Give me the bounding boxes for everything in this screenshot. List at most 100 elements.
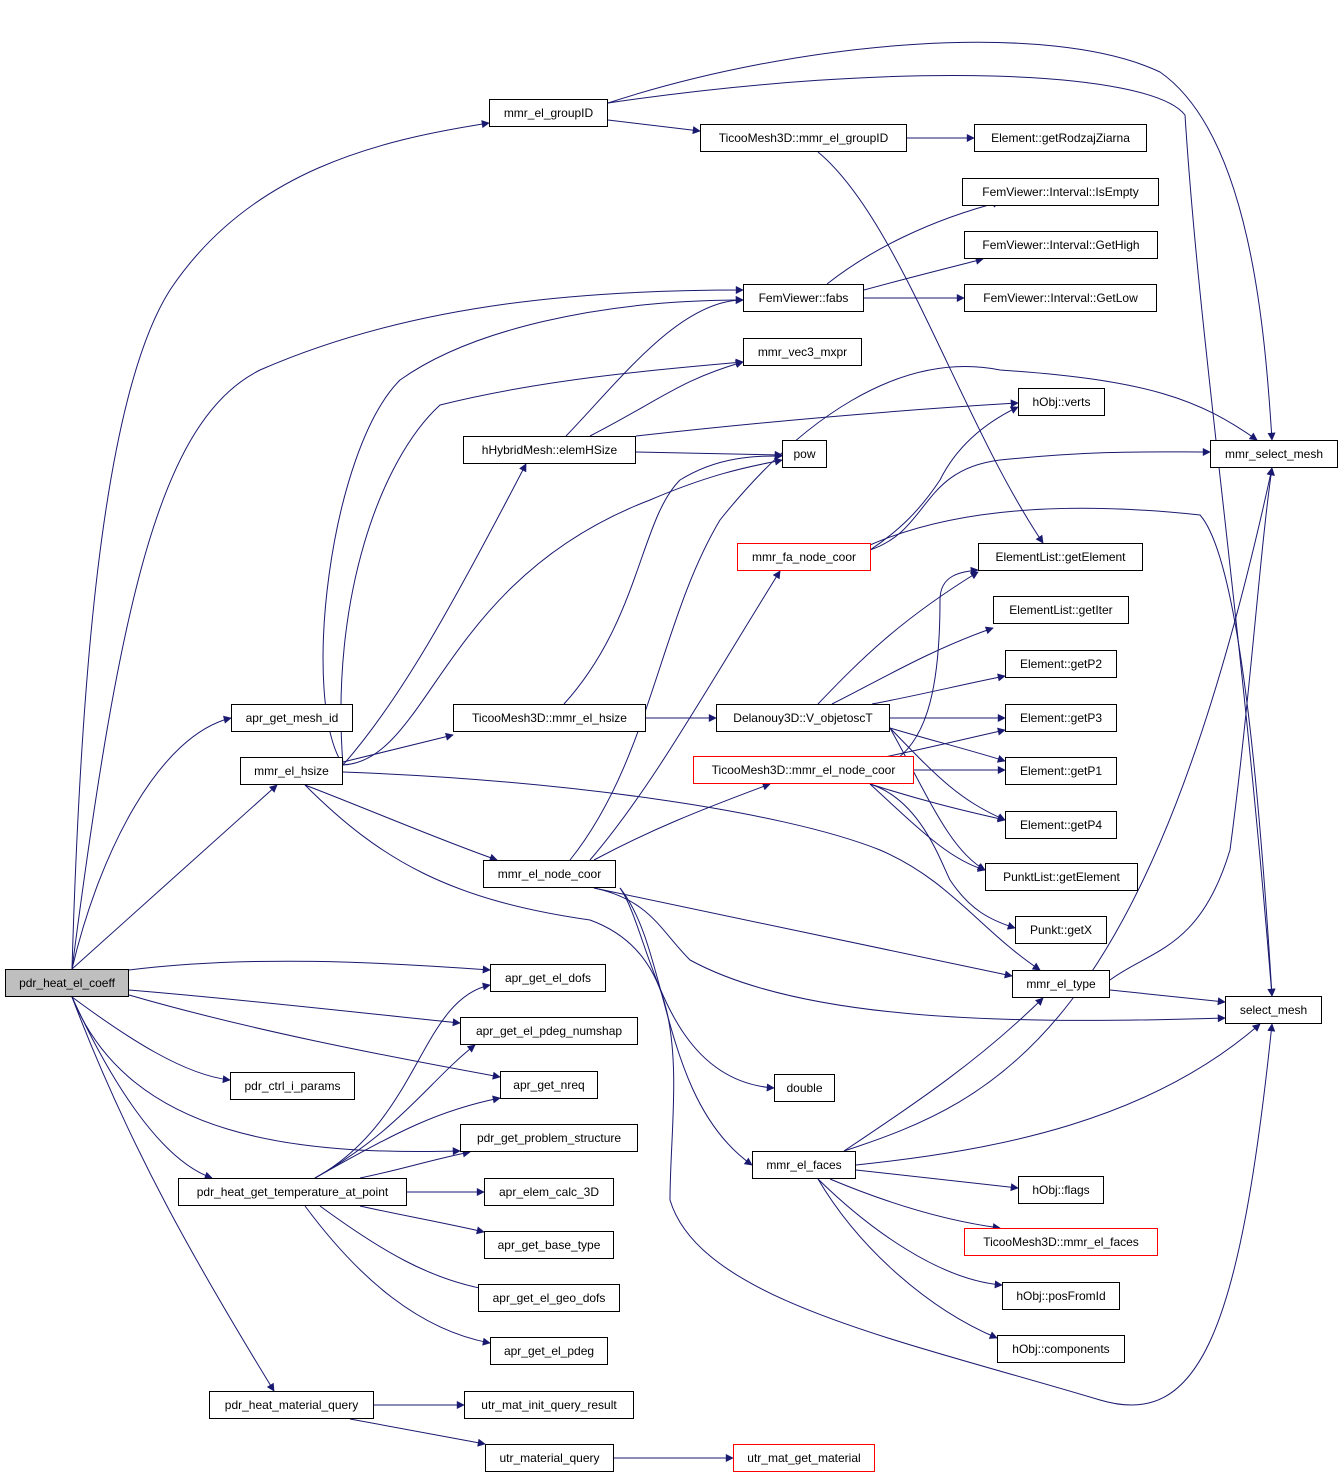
- node-element-getp1[interactable]: Element::getP1: [1005, 757, 1117, 785]
- edge-hsize-elemhsize: [342, 463, 527, 766]
- node-mmr-el-groupid[interactable]: mmr_el_groupID: [489, 99, 608, 127]
- node-apr-get-mesh-id[interactable]: apr_get_mesh_id: [231, 704, 353, 732]
- node-element-getp2[interactable]: Element::getP2: [1005, 650, 1117, 678]
- node-pdr-get-problem-structure[interactable]: pdr_get_problem_structure: [460, 1124, 638, 1152]
- node-punktlist-getelement[interactable]: PunktList::getElement: [985, 863, 1138, 891]
- edge-ticoonode-elist: [869, 566, 979, 771]
- node-pdr-heat-material-query[interactable]: pdr_heat_material_query: [209, 1391, 374, 1419]
- edge-groupid-selmesh: [607, 41, 1276, 441]
- edge-faces-ticoofaces: [829, 1178, 1001, 1232]
- edge-temp-geodofs: [319, 1205, 491, 1293]
- edge-matquery: [71, 996, 275, 1392]
- edge-fabs-isempty: [826, 199, 1001, 285]
- edge-eltype-selmesh: [1109, 467, 1275, 981]
- edge-groupid-ticoo: [607, 119, 701, 135]
- node-interval-gethigh[interactable]: FemViewer::Interval::GetHigh: [964, 231, 1158, 259]
- node-select-mesh[interactable]: select_mesh: [1225, 996, 1322, 1024]
- node-mmr-el-node-coor[interactable]: mmr_el_node_coor: [483, 860, 616, 888]
- node-punkt-getx[interactable]: Punkt::getX: [1015, 916, 1107, 944]
- edge-nodecoor-select: [593, 887, 1226, 1023]
- edge-delanouy-getp4: [889, 727, 1006, 821]
- edge-eltype-select: [1109, 989, 1226, 1006]
- node-apr-get-el-pdeg[interactable]: apr_get_el_pdeg: [490, 1337, 608, 1365]
- node-apr-get-el-pdeg-numshap[interactable]: apr_get_el_pdeg_numshap: [460, 1017, 638, 1045]
- edge-delanouy-plist: [889, 727, 986, 871]
- edge-ctrl: [71, 996, 231, 1084]
- edge-fanode-select: [869, 507, 1276, 997]
- edge-ticoohsize-pow: [563, 451, 783, 705]
- node-delanouy3d-v-objetosct[interactable]: Delanouy3D::V_objetoscT: [716, 704, 890, 732]
- node-elementlist-getelement[interactable]: ElementList::getElement: [978, 543, 1143, 571]
- node-interval-getlow[interactable]: FemViewer::Interval::GetLow: [964, 284, 1157, 312]
- node-hobj-components[interactable]: hObj::components: [997, 1335, 1125, 1363]
- node-ticoomesh3d-mmr-el-node-coor[interactable]: TicooMesh3D::mmr_el_node_coor: [693, 756, 914, 784]
- edge-temp-eldofs: [314, 982, 491, 1179]
- edge-ticoonode-getx: [869, 783, 1016, 930]
- edge-nodecoor-selmesh: [569, 366, 1258, 861]
- edge-delanouy-getp1: [889, 727, 1006, 763]
- edge-el-hsize: [71, 784, 278, 970]
- node-mmr-el-type[interactable]: mmr_el_type: [1012, 970, 1110, 998]
- node-double[interactable]: double: [774, 1074, 835, 1102]
- edge-faces-select: [855, 1023, 1261, 1166]
- node-element-getrodzajziarna[interactable]: Element::getRodzajZiarna: [974, 124, 1147, 152]
- node-pdr-heat-el-coeff[interactable]: pdr_heat_el_coeff: [5, 969, 129, 997]
- node-apr-get-nreq[interactable]: apr_get_nreq: [500, 1071, 598, 1099]
- edge-elemhsize-fabs: [565, 296, 744, 437]
- node-pow[interactable]: pow: [782, 440, 827, 468]
- node-mmr-fa-node-coor[interactable]: mmr_fa_node_coor: [737, 543, 871, 571]
- node-mmr-select-mesh[interactable]: mmr_select_mesh: [1210, 440, 1338, 468]
- node-mmr-el-hsize[interactable]: mmr_el_hsize: [240, 757, 343, 785]
- edge-temp-problem: [359, 1149, 471, 1179]
- node-utr-mat-get-material[interactable]: utr_mat_get_material: [733, 1444, 875, 1472]
- edge-fabs-gethigh: [863, 256, 984, 291]
- node-ticoomesh3d-mmr-el-faces[interactable]: TicooMesh3D::mmr_el_faces: [964, 1228, 1158, 1256]
- node-utr-material-query[interactable]: utr_material_query: [485, 1444, 614, 1472]
- edge-el-dofs: [128, 960, 491, 974]
- edge-groupid-select: [607, 74, 1276, 997]
- node-apr-elem-calc-3d[interactable]: apr_elem_calc_3D: [484, 1178, 614, 1206]
- node-apr-get-el-geo-dofs[interactable]: apr_get_el_geo_dofs: [478, 1284, 620, 1312]
- edge-delanouy-getiter: [831, 626, 994, 705]
- node-pdr-ctrl-i-params[interactable]: pdr_ctrl_i_params: [230, 1072, 355, 1100]
- edge-numshap: [128, 989, 461, 1027]
- node-mmr-el-faces[interactable]: mmr_el_faces: [752, 1151, 856, 1179]
- node-element-getp4[interactable]: Element::getP4: [1005, 811, 1117, 839]
- edge-matquery-utr: [349, 1418, 486, 1447]
- edge-hsize-fabs: [322, 296, 744, 766]
- edge-hsize-vec3: [340, 358, 744, 766]
- edge-hsize-nodecoor: [304, 784, 498, 862]
- node-hobj-posfromid[interactable]: hObj::posFromId: [1002, 1282, 1120, 1310]
- edge-faces-components: [817, 1178, 998, 1339]
- edge-elemhsize-verts: [635, 399, 1019, 437]
- edge-temp-numshap: [314, 1044, 476, 1179]
- edge-delanouy-elist: [817, 571, 979, 705]
- edge-hsize-ticoohsize: [342, 732, 454, 763]
- edge-elemhsize-pow: [635, 450, 783, 459]
- node-femviewer-fabs[interactable]: FemViewer::fabs: [743, 284, 864, 312]
- node-ticoomesh3d-mmr-el-hsize[interactable]: TicooMesh3D::mmr_el_hsize: [453, 704, 646, 732]
- node-interval-isempty[interactable]: FemViewer::Interval::IsEmpty: [962, 178, 1159, 206]
- edge-faces-posfromid: [817, 1178, 1003, 1289]
- node-hobj-verts[interactable]: hObj::verts: [1018, 388, 1105, 416]
- edge-ticoonode-getp4: [869, 783, 1006, 823]
- edge-problem: [71, 996, 461, 1156]
- node-mmr-vec3-mxpr[interactable]: mmr_vec3_mxpr: [743, 338, 862, 366]
- node-apr-get-el-dofs[interactable]: apr_get_el_dofs: [490, 964, 606, 992]
- edge-hsize-eltype: [342, 771, 1041, 971]
- node-utr-mat-init-query-result[interactable]: utr_mat_init_query_result: [464, 1391, 634, 1419]
- node-apr-get-base-type[interactable]: apr_get_base_type: [484, 1231, 614, 1259]
- edge-temp: [71, 996, 213, 1180]
- node-hobj-flags[interactable]: hObj::flags: [1018, 1176, 1104, 1204]
- edge-nodecoor-ticoonode: [593, 782, 771, 861]
- edge-temp-basetype: [359, 1205, 485, 1235]
- node-ticoomesh3d-mmr-el-groupid[interactable]: TicooMesh3D::mmr_el_groupID: [700, 124, 907, 152]
- node-elementlist-getiter[interactable]: ElementList::getIter: [993, 596, 1129, 624]
- node-pdr-heat-get-temperature-at-point[interactable]: pdr_heat_get_temperature_at_point: [178, 1178, 407, 1206]
- edge-hsize-pow: [342, 457, 783, 766]
- edge-ticoo-elist: [817, 151, 1044, 544]
- edge-ticoonode-plist: [869, 783, 986, 872]
- node-hhybridmesh-elemhsize[interactable]: hHybridMesh::elemHSize: [463, 436, 636, 464]
- node-element-getp3[interactable]: Element::getP3: [1005, 704, 1117, 732]
